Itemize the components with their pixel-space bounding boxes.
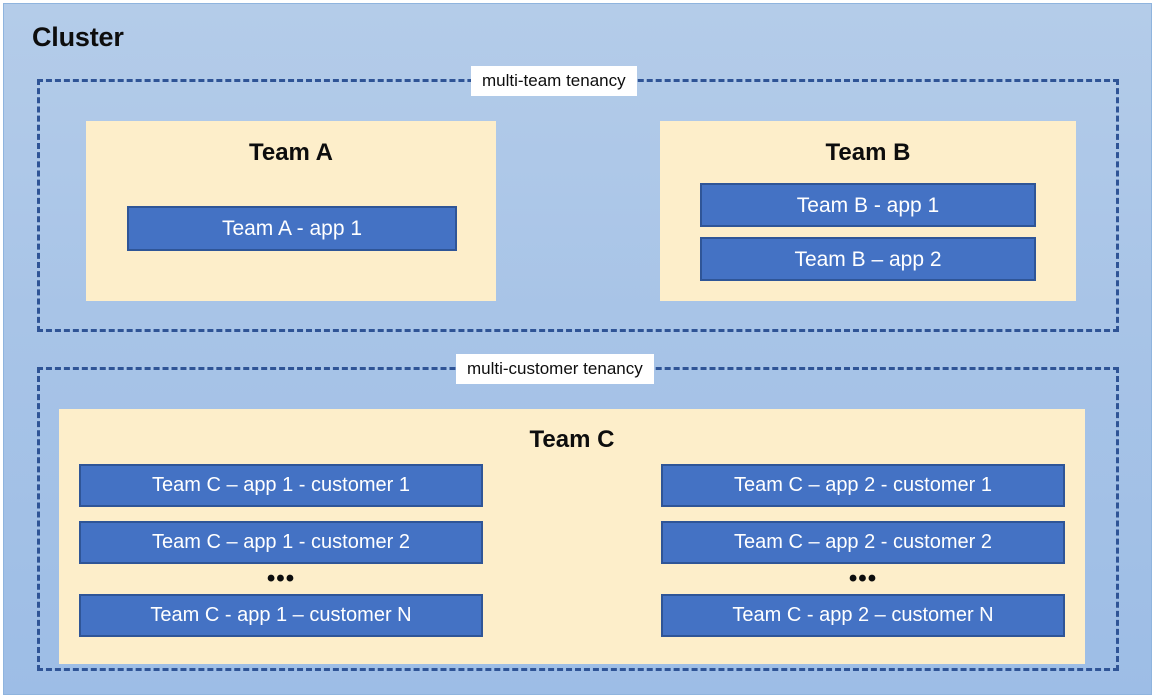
team-c-app-2-ellipsis: ••• xyxy=(848,565,878,592)
app-box-team-b-app-1[interactable]: Team B - app 1 xyxy=(700,183,1036,227)
multi-customer-tenancy-label: multi-customer tenancy xyxy=(456,354,654,384)
team-c-title: Team C xyxy=(529,426,615,453)
team-c-app-1-column: Team C – app 1 - customer 1 Team C – app… xyxy=(79,464,483,637)
team-c-app-2-column: Team C – app 2 - customer 1 Team C – app… xyxy=(661,464,1065,637)
app-box-team-a-app-1[interactable]: Team A - app 1 xyxy=(127,206,457,251)
team-a-title: Team A xyxy=(248,139,334,166)
app-box-team-c-app-2-customer-2[interactable]: Team C – app 2 - customer 2 xyxy=(661,521,1065,564)
app-box-team-c-app-1-customer-1[interactable]: Team C – app 1 - customer 1 xyxy=(79,464,483,507)
team-b-app-list: Team B - app 1 Team B – app 2 xyxy=(700,183,1036,281)
team-c-app-1-ellipsis: ••• xyxy=(266,565,296,592)
team-a-box: Team A Team A - app 1 xyxy=(86,121,496,301)
app-box-team-c-app-2-customer-1[interactable]: Team C – app 2 - customer 1 xyxy=(661,464,1065,507)
cluster-canvas: Cluster multi-team tenancy Team A Team A… xyxy=(3,3,1152,695)
multi-team-tenancy-label: multi-team tenancy xyxy=(471,66,637,96)
team-c-box: Team C Team C – app 1 - customer 1 Team … xyxy=(59,409,1085,664)
team-c-column-group: Team C – app 1 - customer 1 Team C – app… xyxy=(59,464,1085,637)
cluster-title: Cluster xyxy=(32,22,124,52)
app-box-team-c-app-1-customer-n[interactable]: Team C - app 1 – customer N xyxy=(79,594,483,637)
team-a-app-list: Team A - app 1 xyxy=(127,206,457,251)
app-box-team-b-app-2[interactable]: Team B – app 2 xyxy=(700,237,1036,281)
app-box-team-c-app-2-customer-n[interactable]: Team C - app 2 – customer N xyxy=(661,594,1065,637)
team-b-box: Team B Team B - app 1 Team B – app 2 xyxy=(660,121,1076,301)
app-box-team-c-app-1-customer-2[interactable]: Team C – app 1 - customer 2 xyxy=(79,521,483,564)
team-b-title: Team B xyxy=(825,139,911,166)
